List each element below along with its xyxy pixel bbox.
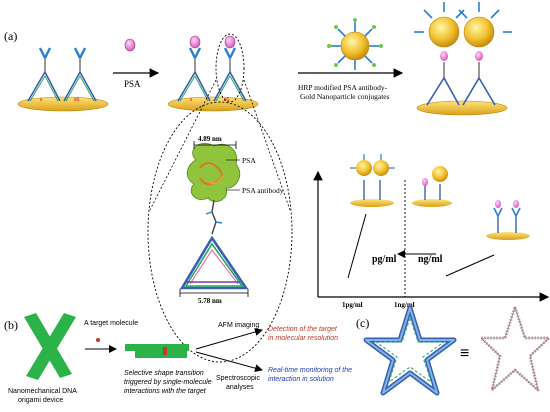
svg-text:s: s — [190, 97, 193, 103]
arrow-1-label: PSA — [124, 79, 141, 89]
conjugate-label-line2: Gold Nanoparticle conjugates — [300, 92, 390, 101]
psa-label: PSA — [242, 156, 256, 165]
antibody-label: PSA antibody — [242, 186, 284, 195]
panel-c-label: (c) — [356, 316, 369, 330]
state-mid-icon — [412, 166, 452, 207]
arrow-b2 — [195, 328, 263, 350]
arrow-b3 — [195, 351, 263, 373]
equivalence-symbol: ≡ — [460, 345, 469, 362]
shape-transition-icon — [125, 344, 189, 358]
transition-line1: Selective shape transition — [124, 370, 204, 377]
spectro-label-line2: analyses — [226, 384, 254, 391]
tick-1ng-label: 1ng/ml — [394, 301, 415, 309]
dna-star-strand-icon — [479, 305, 550, 392]
zoom-line-right — [243, 79, 291, 211]
result2-line1: Real-time monitoring of the — [268, 367, 352, 374]
target-molecule-icon — [96, 338, 100, 342]
conjugate-nanoparticle-icon — [327, 18, 383, 70]
conc-pg-label: pg/ml — [372, 254, 397, 265]
result1-line1: Detection of the target — [268, 326, 338, 333]
zoom-line-left — [149, 79, 217, 211]
svg-text:s6: s6 — [74, 97, 79, 103]
psa-molecule-icon — [124, 38, 136, 52]
conc-ng-label: ng/ml — [418, 254, 443, 265]
stage3-origami — [414, 2, 512, 116]
svg-text:s: s — [40, 97, 43, 103]
dna-star-model-icon — [363, 305, 457, 396]
zoom-ellipse-small — [215, 33, 245, 103]
state-pg-icon — [350, 154, 395, 207]
panel-a-label: (a) — [4, 29, 17, 43]
spectro-label-line1: Spectroscopic — [216, 375, 260, 382]
stage2-origami: s s6 — [167, 35, 259, 112]
transition-line2: triggered by single-molecule — [124, 379, 212, 386]
result2-line2: interaction in solution — [268, 376, 334, 383]
result1-line2: in molecular resolution — [268, 335, 338, 342]
dim-top-label: 4.89 nm — [198, 135, 222, 143]
target-molecule-label: A target molecule — [84, 320, 138, 327]
svg-text:s6: s6 — [224, 97, 229, 103]
conjugate-label-line1: HRP modified PSA antibody- — [298, 83, 388, 92]
afm-label: AFM imaging — [218, 322, 259, 329]
stage1-origami: s s6 — [17, 47, 109, 112]
zoom-ellipse-large — [147, 101, 293, 363]
concentration-plot — [313, 170, 550, 302]
state-ng-icon — [486, 200, 530, 240]
tick-1pg-label: 1pg/ml — [342, 301, 363, 309]
transition-line3: interactions with the target — [124, 388, 207, 395]
zoomed-structure — [179, 141, 249, 297]
device-label-line1: Nanomechanical DNA — [8, 388, 77, 395]
dim-bottom-label: 5.78 nm — [198, 297, 222, 305]
origami-device-icon — [24, 313, 76, 380]
device-label-line2: origami device — [18, 397, 63, 404]
panel-b-label: (b) — [4, 318, 18, 332]
